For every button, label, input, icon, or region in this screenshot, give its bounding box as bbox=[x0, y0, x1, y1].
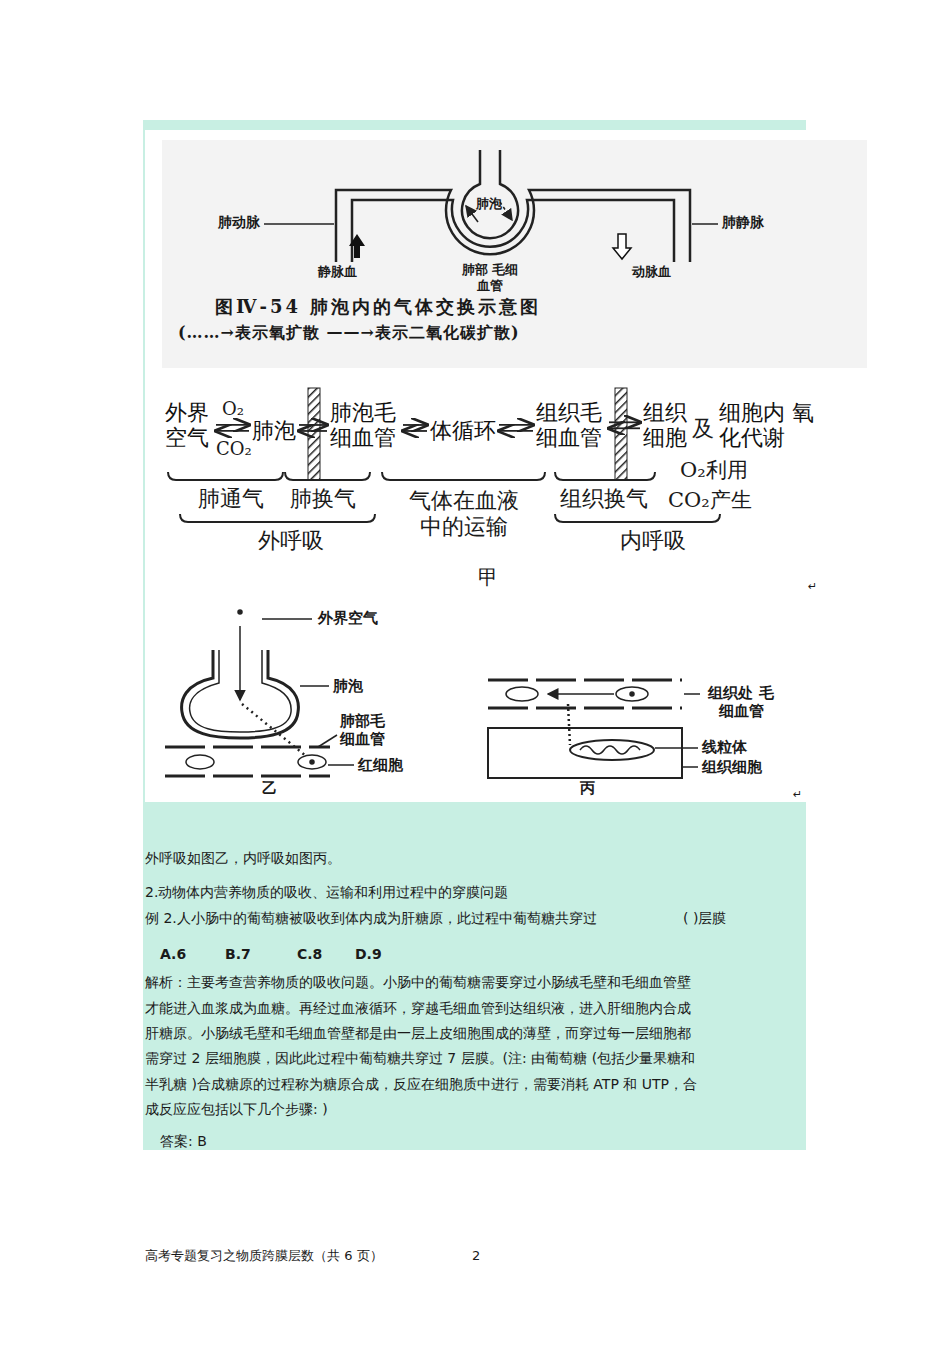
text-label: 丙 bbox=[580, 779, 595, 797]
text-label: 静脉血 bbox=[318, 264, 357, 280]
exchange-arrow bbox=[609, 422, 640, 428]
text-label: 肺泡 bbox=[476, 196, 502, 212]
flow-term: 组织毛细血管 bbox=[536, 400, 606, 451]
text-label: 线粒体 bbox=[702, 738, 747, 756]
text-label: 成反应应包括以下几个步骤: ) bbox=[145, 1101, 328, 1118]
flow-text: 组织毛细血管 bbox=[536, 400, 606, 451]
text-label: 肺静脉 bbox=[722, 214, 764, 231]
figure-ground bbox=[162, 140, 867, 368]
text-label: B.7 bbox=[225, 946, 251, 963]
text-label: 甲 bbox=[478, 565, 498, 589]
flow-term: 体循环 bbox=[430, 418, 496, 443]
text-label: 2 bbox=[472, 1248, 480, 1264]
flow-text: 细胞内 氧化代谢 bbox=[719, 400, 815, 451]
flow-text: 外界空气 bbox=[165, 400, 213, 451]
flow-text: 肺泡 bbox=[252, 418, 296, 443]
text-label: 外界空气 bbox=[318, 609, 378, 627]
text-label: 动脉血 bbox=[632, 264, 671, 280]
flow-term: 细胞内 氧化代谢 bbox=[719, 400, 815, 451]
text-label: 解析：主要考查营养物质的吸收问题。小肠中的葡萄糖需要穿过小肠绒毛壁和毛细血管壁 bbox=[145, 974, 691, 991]
text-label: 及 bbox=[692, 416, 714, 442]
text-label: 红细胞 bbox=[358, 756, 403, 774]
arterial-arrow bbox=[613, 234, 631, 259]
text-label: CO₂产生 bbox=[668, 488, 752, 513]
exchange-arrow bbox=[299, 425, 327, 431]
text-label: 组织处 毛细血管 bbox=[703, 684, 779, 720]
text-label: D.9 bbox=[355, 946, 382, 963]
text-label: 外呼吸 bbox=[258, 528, 324, 554]
text-label: C.8 bbox=[297, 946, 322, 963]
text-label: 答案: B bbox=[160, 1133, 207, 1150]
text-label: 气体在血液 中的运输 bbox=[402, 488, 526, 541]
alveolus-figure bbox=[264, 150, 718, 262]
text-label: 肺部 毛细血管 bbox=[460, 262, 520, 293]
flow-text: 肺泡毛细血管 bbox=[330, 400, 400, 451]
text-label: 需穿过 2 层细胞膜，因此此过程中葡萄糖共穿过 7 层膜。(注: 由葡萄糖 (包… bbox=[145, 1050, 695, 1067]
venous-arrow bbox=[349, 234, 365, 258]
text-label: 肺换气 bbox=[290, 486, 356, 512]
exchange-arrow bbox=[403, 425, 427, 431]
text-label: 才能进入血浆成为血糖。再经过血液循环，穿越毛细血管到达组织液，进入肝细胞内合成 bbox=[145, 1000, 691, 1017]
text-label: 外呼吸如图乙，内呼吸如图丙。 bbox=[145, 850, 341, 867]
text-label: 2.动物体内营养物质的吸收、运输和利用过程中的穿膜问题 bbox=[145, 884, 508, 901]
text-label: 肺部毛 细血管 bbox=[340, 712, 392, 748]
text-label: 高考专题复习之物质跨膜层数（共 6 页） bbox=[145, 1248, 383, 1264]
flow-text: 体循环 bbox=[430, 418, 496, 443]
text-label: ↵ bbox=[793, 788, 802, 801]
exchange-arrow bbox=[499, 425, 533, 431]
text-label: 组织换气 bbox=[560, 486, 648, 512]
membrane bbox=[615, 388, 627, 480]
tissue-figure bbox=[488, 680, 700, 778]
text-label: O₂利用 bbox=[680, 458, 748, 483]
text-label: 例 2.人小肠中的葡萄糖被吸收到体内成为肝糖原，此过程中葡萄糖共穿过 bbox=[145, 910, 597, 927]
flow-term: 外界空气 bbox=[165, 400, 213, 451]
exchange-arrow bbox=[216, 425, 249, 431]
flow-term: 肺泡毛细血管 bbox=[330, 400, 400, 451]
text-label: CO₂ bbox=[216, 438, 252, 460]
flow-term: 肺泡 bbox=[252, 418, 296, 443]
text-label: 乙 bbox=[262, 779, 277, 797]
text-label: 组织细胞 bbox=[702, 758, 762, 776]
text-label: A.6 bbox=[160, 946, 186, 963]
flow-term: 组织细胞 bbox=[643, 400, 691, 451]
text-label: O₂ bbox=[222, 398, 244, 420]
text-label: ↵ bbox=[808, 580, 817, 593]
flow-text: 组织细胞 bbox=[643, 400, 691, 451]
text-label: 肺泡 bbox=[333, 677, 363, 695]
text-label: 肺通气 bbox=[198, 486, 264, 512]
text-label: ( )层膜 bbox=[683, 910, 726, 927]
text-label: 内呼吸 bbox=[620, 528, 686, 554]
alveolus-capillary-figure bbox=[165, 610, 354, 776]
text-label: 图Ⅳ-54 肺泡内的气体交换示意图 bbox=[215, 296, 541, 318]
text-label: 半乳糖 )合成糖原的过程称为糖原合成，反应在细胞质中进行，需要消耗 ATP 和 … bbox=[145, 1076, 697, 1093]
text-label: (……→表示氧扩散 ——→表示二氧化碳扩散) bbox=[178, 323, 520, 342]
text-label: 肝糖原。小肠绒毛壁和毛细血管壁都是由一层上皮细胞围成的薄壁，而穿过每一层细胞都 bbox=[145, 1025, 691, 1042]
membrane bbox=[308, 388, 320, 480]
text-label: 肺动脉 bbox=[218, 214, 260, 231]
